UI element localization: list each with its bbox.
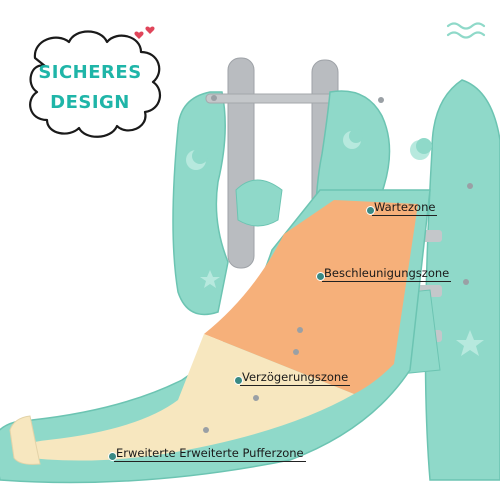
badge-line-1: SICHERES: [38, 62, 142, 83]
puffer-marker: [108, 452, 117, 461]
wave-icon: [446, 22, 486, 39]
bolts: [203, 95, 473, 433]
label-verzoegerungszone: Verzögerungszone: [240, 370, 351, 386]
label-beschleunigungszone: Beschleunigungszone: [322, 266, 452, 282]
heart-icons: [134, 26, 155, 39]
slide-bed-lower: [14, 334, 354, 461]
cloud-badge: [29, 30, 162, 138]
label-pufferzone: Erweiterte Erweiterte Pufferzone: [114, 446, 306, 462]
star-icons: [200, 270, 484, 356]
beschleunigung-marker: [316, 272, 325, 281]
badge-line-2: DESIGN: [50, 92, 130, 113]
left-panel: [172, 91, 229, 316]
verzoegerung-marker: [234, 376, 243, 385]
label-wartezone: Wartezone: [372, 200, 438, 216]
slide-end: [9, 415, 41, 465]
swing-seat: [235, 179, 283, 227]
wartezone-marker: [366, 206, 375, 215]
slide-bed-upper: [204, 200, 418, 394]
swing-post-left: [227, 57, 255, 269]
